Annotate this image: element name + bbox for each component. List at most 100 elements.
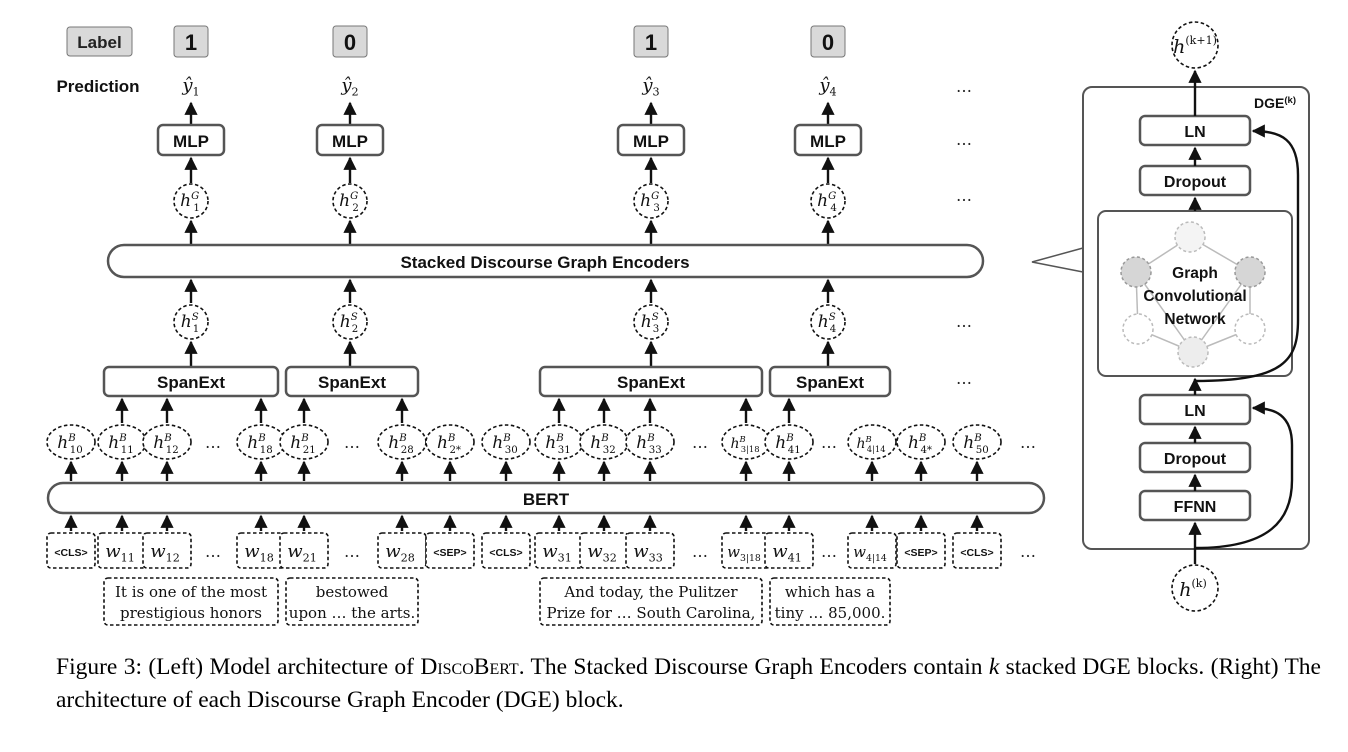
text-span-line-2: upon … the arts. bbox=[289, 604, 415, 622]
prediction-value: ŷ3 bbox=[641, 75, 659, 99]
input-token-box bbox=[377, 532, 427, 569]
hidden-token-node bbox=[142, 424, 192, 460]
hidden-token-node bbox=[279, 424, 329, 460]
ellipsis-mark: … bbox=[821, 542, 837, 561]
text-span-box bbox=[285, 577, 419, 626]
stacked-encoders-box bbox=[106, 243, 985, 279]
input-token-label: w28 bbox=[385, 541, 415, 565]
text-span-line-2: prestigious honors bbox=[120, 604, 262, 622]
ellipsis-mark: … bbox=[1020, 433, 1036, 452]
hidden-token-node bbox=[425, 424, 475, 460]
input-state-label: h(k) bbox=[1179, 577, 1207, 601]
input-token-label: w33 bbox=[633, 541, 663, 565]
text-span-line-1: bestowed bbox=[316, 583, 389, 601]
output-state-label: h(k+1) bbox=[1173, 34, 1217, 58]
input-token-box bbox=[847, 532, 897, 569]
span-state-circle bbox=[332, 304, 368, 340]
gcn-label-line-3: Network bbox=[1164, 311, 1226, 328]
mlp-box bbox=[156, 123, 226, 157]
caption-suffix: . The Stacked Discourse Graph Encoders c… bbox=[518, 654, 989, 680]
input-token-label: w3|18 bbox=[727, 543, 761, 564]
ellipsis-mark: … bbox=[344, 542, 360, 561]
input-token-box bbox=[481, 532, 531, 569]
spanext-row: SpanExt SpanExt SpanExt SpanExt bbox=[102, 365, 892, 398]
label-value: 0 bbox=[344, 30, 356, 55]
ellipsis-mark: … bbox=[692, 433, 708, 452]
graph-state-circle bbox=[633, 183, 669, 219]
spanext-label: SpanExt bbox=[617, 373, 685, 392]
ellipsis-mark: … bbox=[956, 130, 972, 149]
label-value: 1 bbox=[645, 30, 657, 55]
gcn-label-line-1: Graph bbox=[1172, 265, 1218, 282]
input-token-box bbox=[896, 532, 946, 569]
input-state-circle bbox=[1171, 564, 1219, 612]
mlp-label: MLP bbox=[633, 132, 669, 151]
hidden-token-node bbox=[481, 424, 531, 460]
special-token-label: <CLS> bbox=[960, 547, 993, 559]
caption-model-name: DiscoBert bbox=[420, 654, 519, 680]
callout-pointer bbox=[1031, 247, 1084, 273]
dge-block-panel: DGE(k) h(k+1) h(k) LN Dropout bbox=[1082, 21, 1310, 612]
input-token-box bbox=[236, 532, 286, 569]
input-token-box bbox=[534, 532, 584, 569]
label-value: 0 bbox=[822, 30, 834, 55]
prediction-value: ŷ1 bbox=[181, 75, 199, 99]
hidden-token-node bbox=[46, 424, 96, 460]
output-state-circle bbox=[1171, 21, 1219, 69]
bert-label: BERT bbox=[523, 490, 570, 509]
input-token-box bbox=[97, 532, 147, 569]
mlp-box bbox=[793, 123, 863, 157]
text-span-line-1: It is one of the most bbox=[115, 583, 267, 601]
text-span-line-2: tiny … 85,000. bbox=[775, 604, 886, 622]
caption-rest: stacked DGE blocks. (Right) The architec… bbox=[56, 654, 1321, 713]
ellipsis-mark: … bbox=[205, 433, 221, 452]
spanext-label: SpanExt bbox=[318, 373, 386, 392]
spanext-label: SpanExt bbox=[157, 373, 225, 392]
caption-k: k bbox=[988, 654, 1000, 680]
dropout-upper-label: Dropout bbox=[1164, 174, 1227, 191]
input-token-label: w12 bbox=[150, 541, 180, 565]
ellipsis-mark: … bbox=[956, 369, 972, 388]
spanext-box bbox=[768, 365, 892, 398]
ln-lower-label: LN bbox=[1184, 403, 1205, 420]
input-token-box bbox=[579, 532, 629, 569]
spanext-box bbox=[102, 365, 280, 398]
span-state-circle bbox=[810, 304, 846, 340]
spanext-label: SpanExt bbox=[796, 373, 864, 392]
input-token-label: w31 bbox=[542, 541, 572, 565]
hidden-token-node bbox=[625, 424, 675, 460]
text-span-line-2: Prize for … South Carolina, bbox=[547, 604, 756, 622]
input-token-box bbox=[142, 532, 192, 569]
ellipsis-mark: … bbox=[956, 312, 972, 331]
ellipsis-mark: … bbox=[821, 433, 837, 452]
hidden-token-node bbox=[764, 424, 814, 460]
span-state-circle bbox=[173, 304, 209, 340]
special-token-label: <CLS> bbox=[489, 547, 522, 559]
graph-state-circle bbox=[810, 183, 846, 219]
text-span-box bbox=[103, 577, 279, 626]
label-value-box bbox=[173, 25, 209, 58]
input-token-label: w11 bbox=[105, 541, 135, 565]
graph-state-circle bbox=[173, 183, 209, 219]
special-token-label: <CLS> bbox=[54, 547, 87, 559]
ellipsis-mark: … bbox=[205, 542, 221, 561]
hidden-token-node bbox=[952, 424, 1002, 460]
